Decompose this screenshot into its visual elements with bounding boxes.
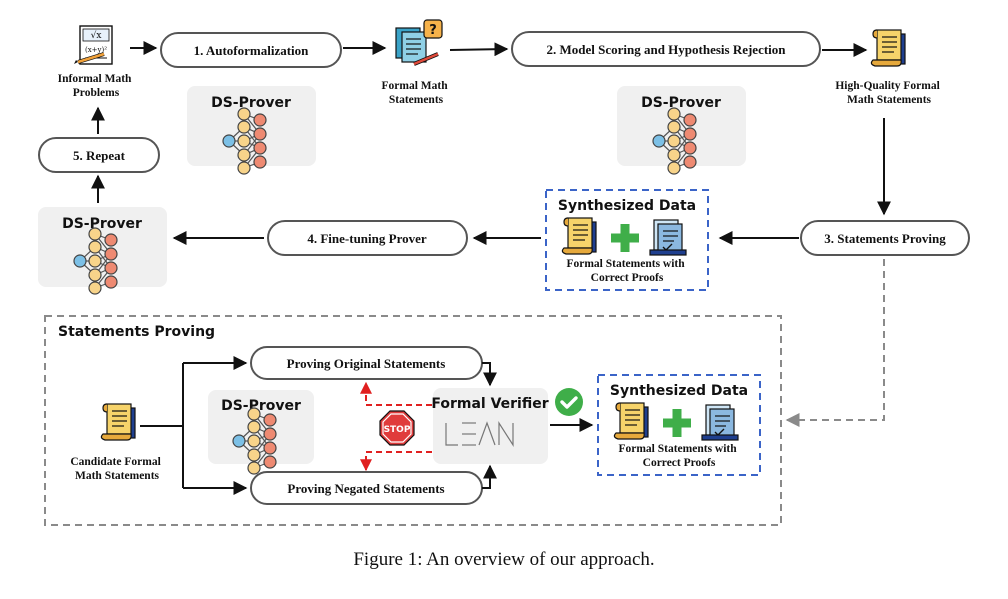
repeat-step [38, 137, 160, 173]
ds-prover-label: DS-Prover [221, 398, 301, 414]
formal-correct-label: Formal Statements with Correct Proofs [618, 443, 739, 469]
formal-verifier-label: Formal Verifier [431, 396, 548, 412]
formal-statements-icon: ? [395, 19, 443, 66]
ds-prover-box [187, 86, 316, 166]
stop-sign-icon [379, 410, 415, 446]
high-quality-label: High-Quality Formal Math Statements [835, 80, 942, 106]
stop-text: STOP [384, 425, 411, 435]
ds-prover-label: DS-Prover [62, 216, 142, 232]
informal-math-label: Informal Math Problems [58, 73, 135, 99]
synthesized-data-title: Synthesized Data [558, 198, 696, 214]
math-sheet-icon: √x (x+y)² [74, 25, 113, 65]
proving-negated-label: Proving Negated Statements [287, 481, 444, 496]
arrow-negated-to-verifier [482, 464, 497, 489]
scroll-icon [561, 217, 597, 255]
scroll-icon [100, 403, 136, 441]
scoring-step [511, 31, 821, 67]
scoring-label: 2. Model Scoring and Hypothesis Rejectio… [546, 42, 786, 57]
scroll-icon [870, 29, 906, 67]
verified-document-icon [649, 219, 687, 256]
svg-text:√x: √x [91, 30, 102, 41]
autoformalization-label: 1. Autoformalization [194, 43, 310, 58]
panel-title: Statements Proving [58, 324, 215, 340]
formal-correct-label: Formal Statements with Correct Proofs [566, 258, 687, 284]
plus-icon [663, 409, 691, 437]
candidate-label: Candidate Formal Math Statements [70, 456, 163, 482]
synthesized-data-box [545, 189, 709, 291]
ds-prover-label: DS-Prover [211, 95, 291, 111]
autoformalization-step [160, 32, 342, 68]
detail-connector [785, 259, 885, 427]
repeat-label: 5. Repeat [73, 148, 126, 163]
finetuning-label: 4. Fine-tuning Prover [307, 231, 427, 246]
ds-prover-box [38, 207, 167, 287]
check-icon [555, 388, 583, 416]
svg-text:(x+y)²: (x+y)² [85, 46, 107, 54]
svg-text:?: ? [429, 23, 437, 38]
synthesized-data-title: Synthesized Data [610, 383, 748, 399]
formal-math-label: Formal Math Statements [382, 80, 451, 106]
arrow-formal-to-scoring [449, 42, 509, 57]
plus-icon [611, 224, 639, 252]
proving-original-label: Proving Original Statements [287, 356, 446, 371]
statements-proving-step [800, 220, 970, 256]
stop-signal-original [360, 381, 432, 406]
arrow-original-to-verifier [482, 362, 497, 387]
stop-signal-negated [360, 451, 432, 472]
figure-caption: Figure 1: An overview of our approach. [353, 549, 654, 570]
statements-proving-label: 3. Statements Proving [824, 231, 946, 246]
scroll-icon [613, 402, 649, 440]
verified-document-icon [701, 404, 739, 441]
statements-proving-panel [44, 315, 782, 526]
lean-logo [445, 420, 514, 448]
ds-prover-label: DS-Prover [641, 95, 721, 111]
formal-verifier-box [433, 388, 548, 464]
finetuning-step [267, 220, 468, 256]
ds-prover-box [617, 86, 746, 166]
synthesized-data-box [597, 374, 761, 476]
